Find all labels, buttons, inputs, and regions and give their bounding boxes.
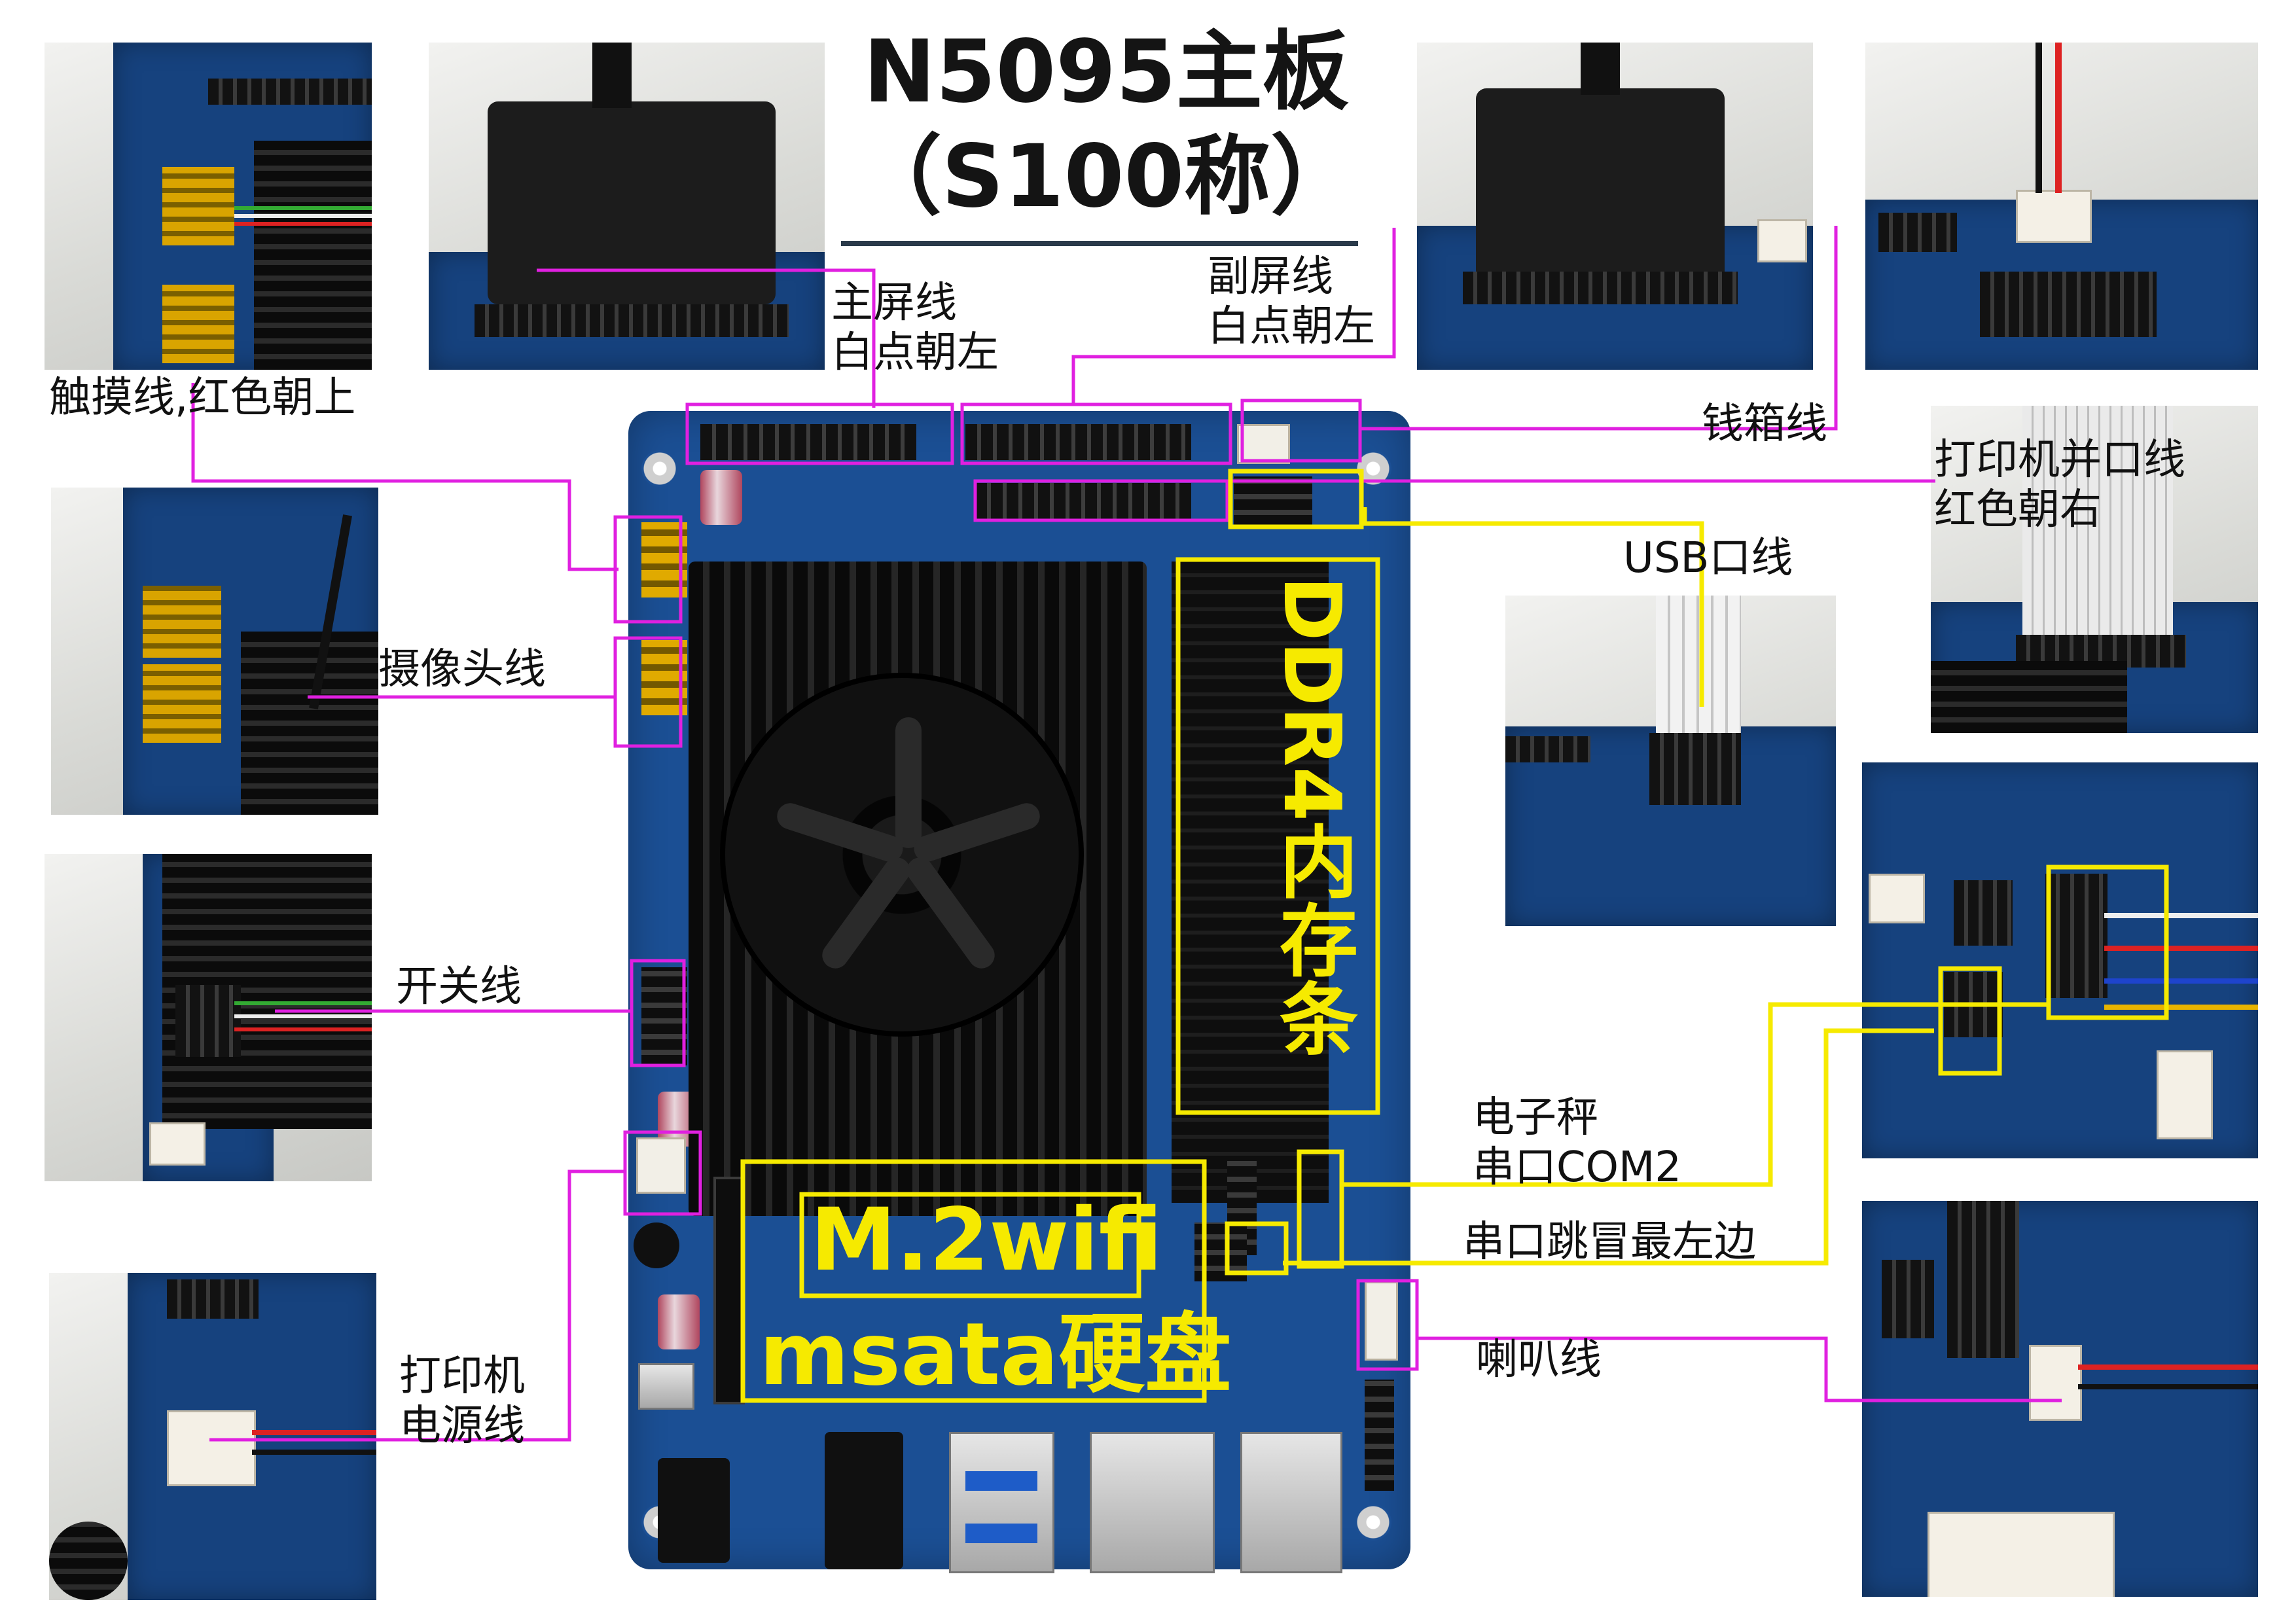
page-title: N5095主板 （S100称） bbox=[838, 20, 1374, 229]
title-line-1: N5095主板 bbox=[863, 22, 1349, 122]
label-main-screen: 主屏线 白点朝左 bbox=[831, 279, 999, 377]
label-camera: 摄像头线 bbox=[378, 645, 546, 694]
label-parallel-printer: 打印机并口线 红色朝右 bbox=[1934, 436, 2185, 534]
header-touch bbox=[641, 522, 687, 597]
photo-speaker-connector bbox=[1862, 1201, 2258, 1597]
photo-scale-com2-connector bbox=[1862, 762, 2258, 1158]
label-printer-power: 打印机 电源线 bbox=[399, 1352, 525, 1450]
header-main-screen bbox=[700, 424, 916, 460]
header-parallel bbox=[975, 483, 1191, 519]
label-touch: 触摸线,红色朝上 bbox=[49, 374, 356, 422]
header-com-jumper bbox=[1194, 1222, 1247, 1281]
label-usb: USB口线 bbox=[1623, 534, 1793, 582]
usb2-ports bbox=[1240, 1432, 1342, 1573]
header-sub-screen-edp bbox=[965, 424, 1191, 460]
label-cash-drawer: 钱箱线 bbox=[1702, 400, 1827, 448]
cpu-fan bbox=[720, 673, 1084, 1037]
photo-main-screen-connector bbox=[429, 43, 825, 370]
header-printer-power bbox=[636, 1137, 686, 1194]
photo-cash-drawer-connector bbox=[1865, 43, 2258, 370]
m2-msata-slot bbox=[713, 1177, 745, 1404]
m2-wifi-annotation: M.2wifi bbox=[810, 1190, 1163, 1291]
label-scale-com2: 电子秤 串口COM2 bbox=[1473, 1094, 1681, 1192]
header-cash-drawer bbox=[1237, 424, 1290, 464]
photo-usb-connector bbox=[1505, 596, 1836, 926]
header-usb2 bbox=[1365, 1380, 1394, 1491]
photo-sub-screen-connector bbox=[1417, 43, 1813, 370]
label-power-switch: 开关线 bbox=[396, 963, 522, 1011]
photo-parallel-printer-connector bbox=[1931, 406, 2258, 733]
ddr4-annotation: DDR4内存条 bbox=[1266, 576, 1357, 1058]
msata-annotation: msata硬盘 bbox=[759, 1304, 1232, 1405]
audio-port bbox=[658, 1458, 730, 1563]
title-underline bbox=[841, 241, 1358, 246]
dc-in-port bbox=[638, 1363, 694, 1410]
lan-port bbox=[1090, 1432, 1215, 1573]
label-speaker: 喇叭线 bbox=[1476, 1336, 1602, 1384]
header-f-panel bbox=[641, 967, 687, 1065]
buzzer bbox=[634, 1222, 679, 1268]
usb3-ports bbox=[949, 1432, 1054, 1573]
photo-camera-connector bbox=[51, 488, 378, 815]
header-jusb3 bbox=[1234, 476, 1312, 526]
header-camera bbox=[641, 640, 687, 715]
label-serial-jumper: 串口跳冒最左边 bbox=[1463, 1218, 1756, 1266]
photo-printer-power-connector bbox=[49, 1273, 376, 1600]
title-line-2: （S100称） bbox=[855, 126, 1357, 227]
label-sub-screen: 副屏线 白点朝左 bbox=[1208, 253, 1375, 351]
photo-touch-connector bbox=[45, 43, 372, 370]
rj11-port bbox=[825, 1432, 903, 1569]
photo-power-switch-connector bbox=[45, 854, 372, 1181]
header-speaker bbox=[1365, 1281, 1398, 1361]
